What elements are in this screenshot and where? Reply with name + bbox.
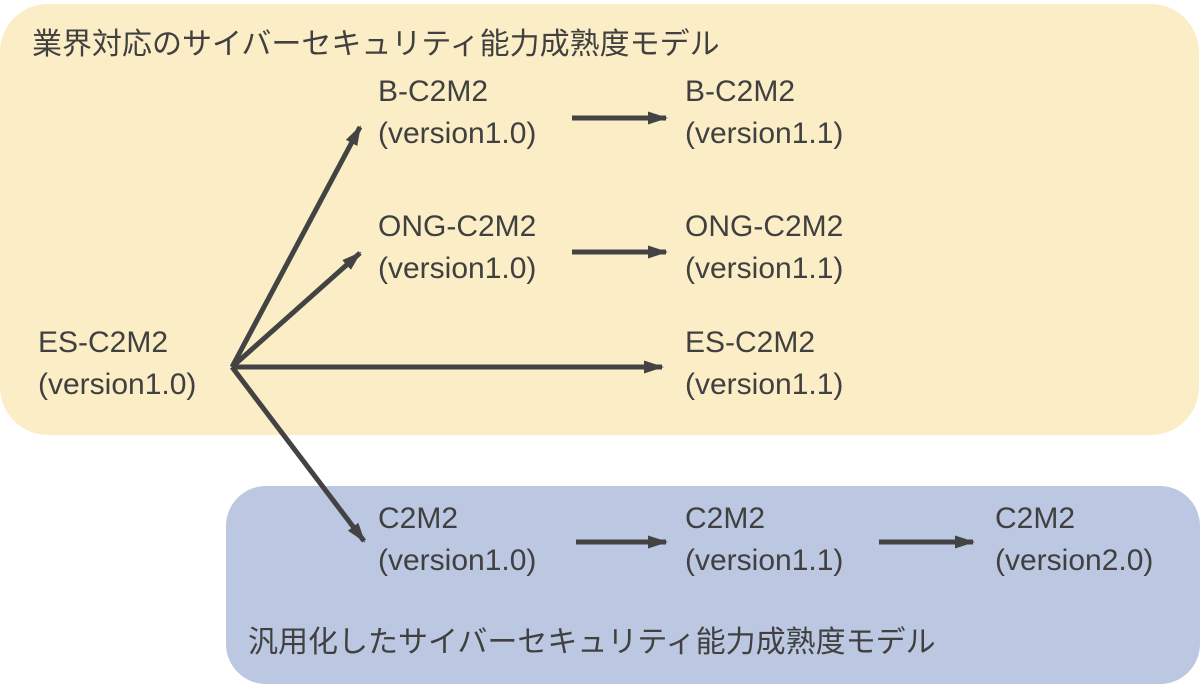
node-name: ONG-C2M2 xyxy=(685,210,844,243)
node-name: C2M2 xyxy=(685,502,766,535)
generic-group-label: 汎用化したサイバーセキュリティ能力成熟度モデル xyxy=(248,626,936,659)
node-version: (version1.0) xyxy=(378,544,537,577)
node-version: (version1.0) xyxy=(378,252,537,285)
node-c2m2-v1-0: C2M2 (version1.0) xyxy=(378,498,536,582)
node-b-c2m2-v1-0: B-C2M2 (version1.0) xyxy=(378,71,536,155)
node-c2m2-v1-1: C2M2 (version1.1) xyxy=(685,498,843,582)
node-version: (version1.1) xyxy=(685,117,844,150)
node-version: (version1.1) xyxy=(685,544,844,577)
generic-models-group: 汎用化したサイバーセキュリティ能力成熟度モデル xyxy=(226,486,1200,684)
node-version: (version1.0) xyxy=(38,368,197,401)
node-version: (version1.0) xyxy=(378,117,537,150)
node-name: C2M2 xyxy=(378,502,459,535)
node-name: ONG-C2M2 xyxy=(378,210,537,243)
node-ong-c2m2-v1-0: ONG-C2M2 (version1.0) xyxy=(378,206,536,290)
node-name: B-C2M2 xyxy=(685,75,796,108)
node-version: (version1.1) xyxy=(685,252,844,285)
node-name: B-C2M2 xyxy=(378,75,489,108)
node-version: (version1.1) xyxy=(685,368,844,401)
node-c2m2-v2-0: C2M2 (version2.0) xyxy=(995,498,1153,582)
node-b-c2m2-v1-1: B-C2M2 (version1.1) xyxy=(685,71,843,155)
industry-group-label: 業界対応のサイバーセキュリティ能力成熟度モデル xyxy=(32,28,720,61)
node-name: ES-C2M2 xyxy=(685,326,816,359)
node-ong-c2m2-v1-1: ONG-C2M2 (version1.1) xyxy=(685,206,843,290)
node-version: (version2.0) xyxy=(995,544,1154,577)
node-es-c2m2-v1-1: ES-C2M2 (version1.1) xyxy=(685,322,843,406)
node-name: C2M2 xyxy=(995,502,1076,535)
industry-models-group: 業界対応のサイバーセキュリティ能力成熟度モデル xyxy=(0,4,1199,435)
node-es-c2m2-v1-0: ES-C2M2 (version1.0) xyxy=(38,322,196,406)
node-name: ES-C2M2 xyxy=(38,326,169,359)
